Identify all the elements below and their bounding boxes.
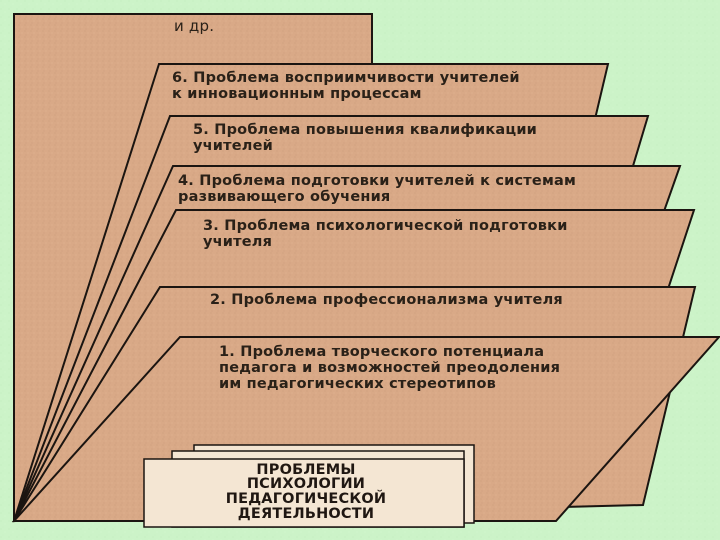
top-sheet-label: и др.: [174, 17, 215, 35]
problem-label-4: 4. Проблема подготовки учителей к систем…: [178, 173, 577, 205]
problem-label-6: 6. Проблема восприимчивости учителей к и…: [172, 70, 520, 102]
title-card-front: [143, 458, 465, 528]
problem-label-2: 2. Проблема профессионализма учителя: [210, 292, 563, 308]
problem-label-1: 1. Проблема творческого потенциала педаг…: [219, 344, 561, 392]
problem-label-3: 3. Проблема психологической подготовки у…: [203, 218, 568, 250]
diagram-title-card: ПРОБЛЕМЫ ПСИХОЛОГИИ ПЕДАГОГИЧЕСКОЙ ДЕЯТЕ…: [225, 461, 387, 522]
problem-label-5: 5. Проблема повышения квалификации учите…: [193, 122, 538, 154]
